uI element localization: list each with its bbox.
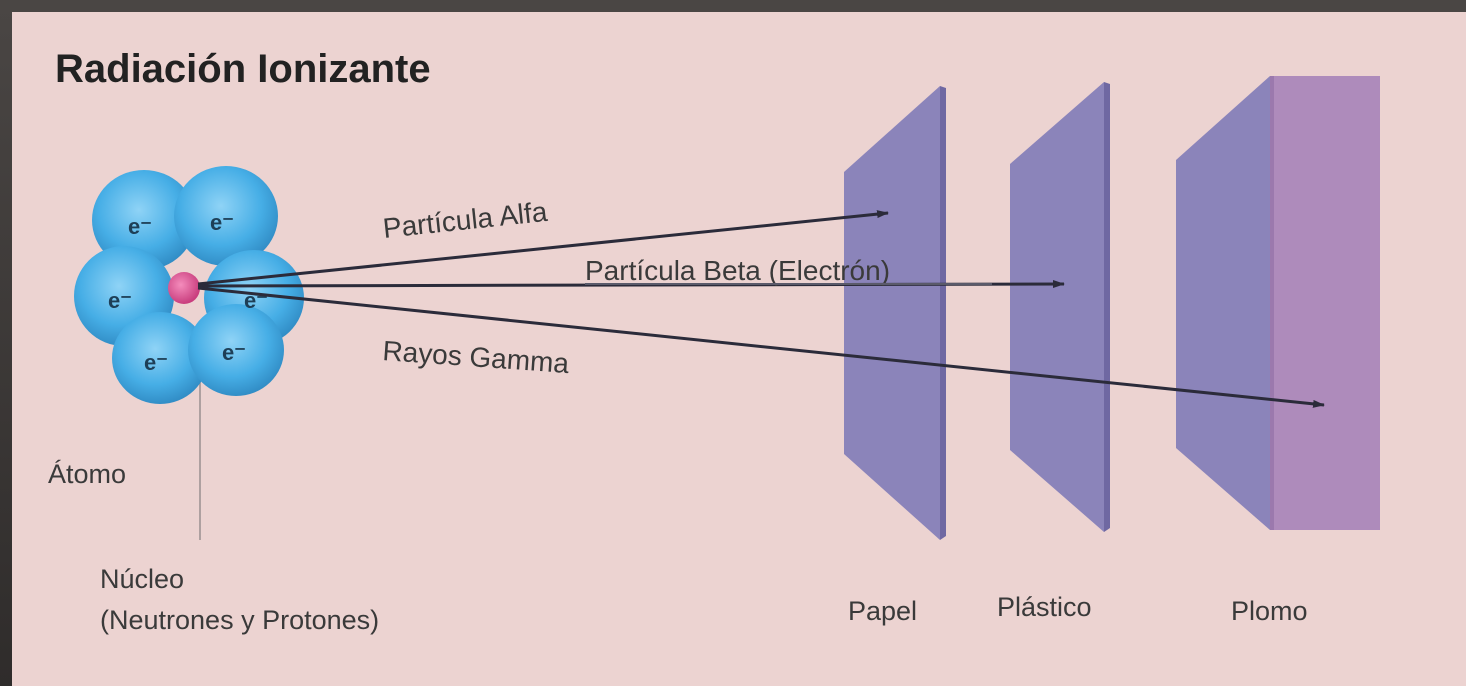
gamma-arrow [197,286,1325,408]
electron-label: e⁻ [108,288,132,313]
nucleus-label: Núcleo [100,564,184,594]
nucleus-sub-label: (Neutrones y Protones) [100,605,379,635]
plastic-label: Plástico [997,592,1092,622]
beta-label: Partícula Beta (Electrón) [585,255,890,286]
electron-label: e⁻ [222,340,246,365]
paper-label: Papel [848,596,917,626]
diagram-title: Radiación Ionizante [55,47,431,91]
electron-cloud-lobe [188,304,284,396]
lead-label: Plomo [1231,596,1308,626]
alpha-label: Partícula Alfa [381,196,549,244]
electron-label: e⁻ [210,210,234,235]
atom: e⁻ e⁻ e⁻ e⁻ e⁻ e⁻ [74,166,304,404]
atom-label: Átomo [48,459,126,489]
electron-cloud-lobe [92,170,196,270]
electron-cloud-lobe [174,166,278,266]
electron-label: e⁻ [144,350,168,375]
nucleus-dot [168,272,200,304]
gamma-label: Rayos Gamma [382,335,571,379]
paper-barrier [844,86,946,540]
lead-barrier [1176,76,1380,530]
electron-label: e⁻ [128,214,152,239]
radiation-diagram: Radiación Ionizante e⁻ e⁻ [48,47,1380,635]
diagram-panel: Radiación Ionizante e⁻ e⁻ [12,12,1466,686]
electron-cloud-lobe [112,312,208,404]
plastic-barrier [1010,82,1110,532]
alpha-arrow [197,210,889,286]
